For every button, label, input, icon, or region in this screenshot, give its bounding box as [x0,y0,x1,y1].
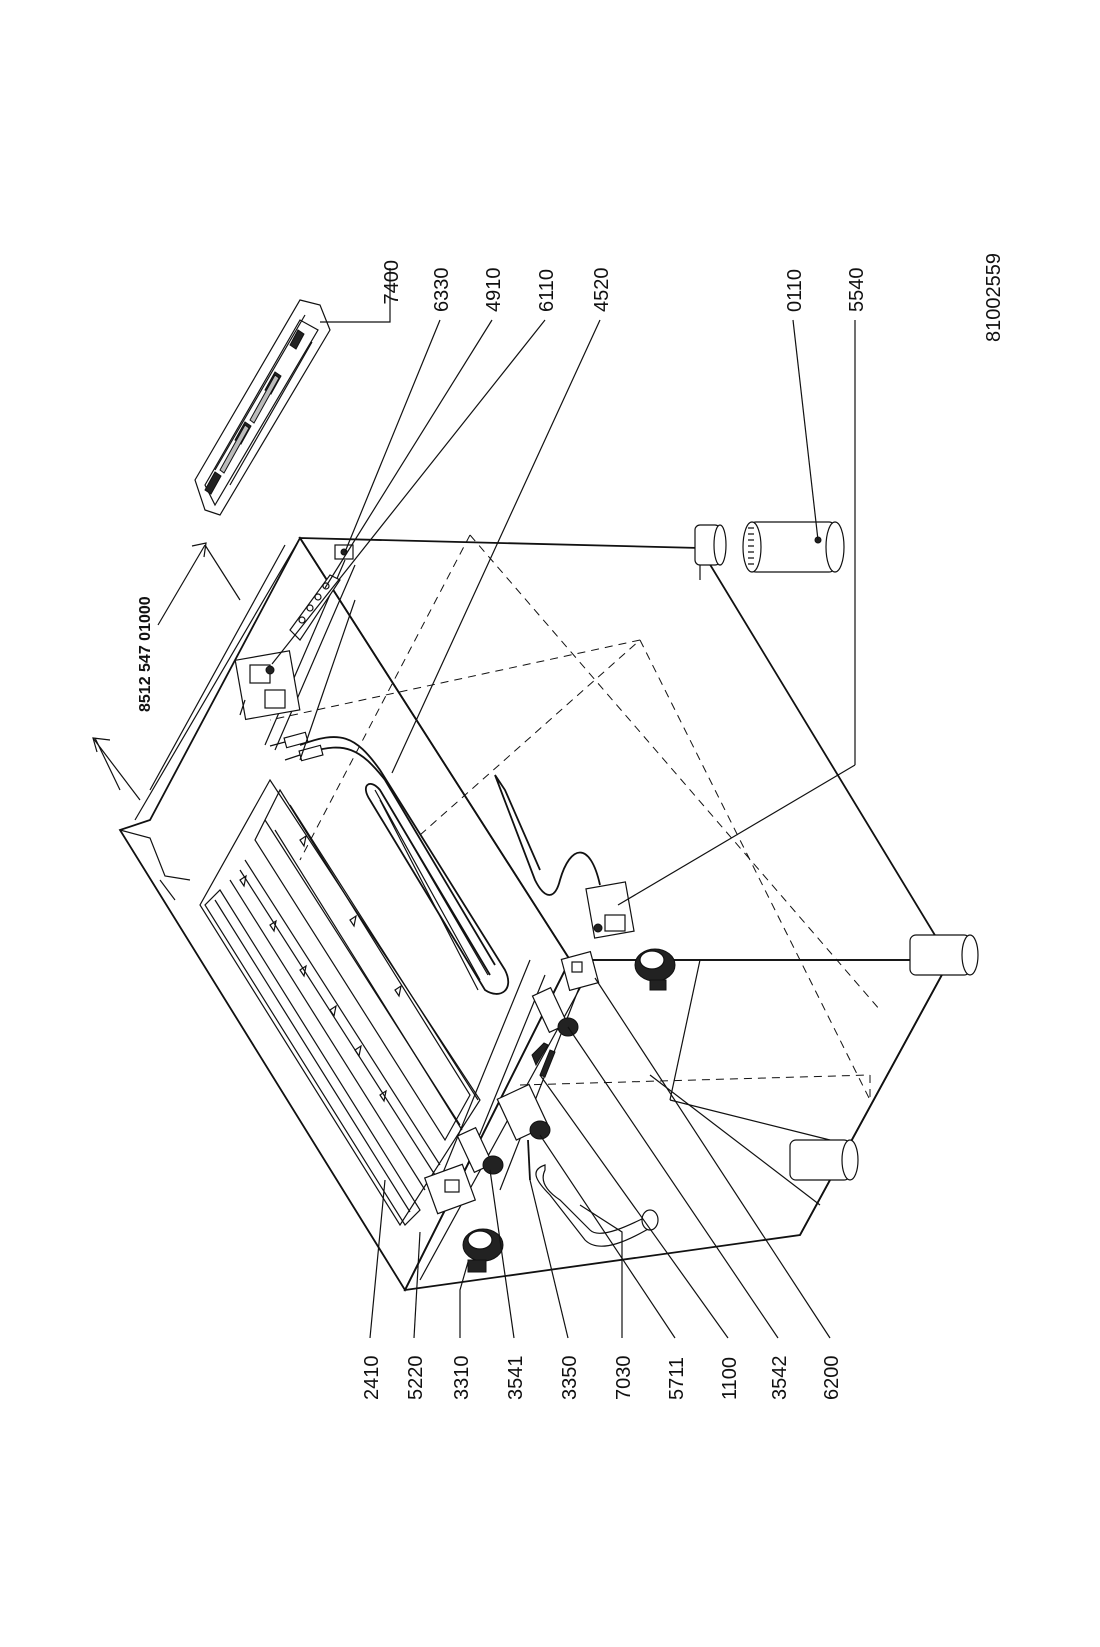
foot-front-left [789,1139,859,1181]
coil-terminal-connectors [269,731,324,762]
relay-block [234,650,301,721]
adjustable-foot-0110 [742,521,845,573]
label-7400: 7400 [381,260,403,305]
cabinet-feet [694,524,979,1181]
rocker-switch-5220 [423,1163,477,1215]
label-3542: 3542 [769,1356,791,1401]
air-filter [194,299,331,516]
pilot-lamp-3542 [531,986,579,1037]
switch-6200 [560,950,600,992]
label-6200: 6200 [821,1356,843,1401]
pilot-lamp-3541 [456,1126,504,1175]
label-3310: 3310 [451,1356,473,1401]
label-5711: 5711 [666,1357,688,1400]
label-6330: 6330 [431,268,453,313]
rear-component-rail [234,544,356,761]
part-number-labels-top: 7400 6330 4910 6110 4520 0110 5540 [381,260,868,312]
label-1100: 1100 [719,1357,741,1400]
control-knob-left [462,1228,504,1273]
label-0110: 0110 [784,269,806,312]
leader-lines-top [271,268,856,906]
energy-regulator-1100 [496,1083,551,1141]
label-4520: 4520 [591,268,613,313]
heat-panel-grid [199,778,481,1227]
label-2410: 2410 [361,1356,383,1401]
capillary-tube [494,774,601,896]
control-panel [423,774,676,1273]
label-3541: 3541 [505,1356,527,1401]
label-6110: 6110 [536,269,558,312]
control-knob-right [634,948,676,991]
label-4910: 4910 [483,268,505,313]
rod-3350 [527,1139,531,1181]
leader-lines-bottom [369,977,831,1339]
indicator-symbol [531,1042,556,1078]
label-3350: 3350 [559,1356,581,1401]
part-number-labels-bottom: 2410 5220 3310 3541 3350 7030 5711 1100 … [361,1356,843,1401]
thermostat-5540 [585,881,635,939]
label-5220: 5220 [405,1356,427,1401]
label-5540: 5540 [846,268,868,313]
assembly-dimension-arrows [92,542,241,801]
hidden-lines [269,534,881,1101]
terminal-strip [289,574,341,641]
foot-front-right [909,934,979,976]
assembly-code: 8512 547 01000 [137,596,154,712]
label-7030: 7030 [613,1356,635,1401]
drawing-number: 81002559 [983,253,1005,342]
heating-element-coil [269,731,510,995]
handle-7030 [535,1164,659,1247]
foot-rear-right [694,524,727,566]
